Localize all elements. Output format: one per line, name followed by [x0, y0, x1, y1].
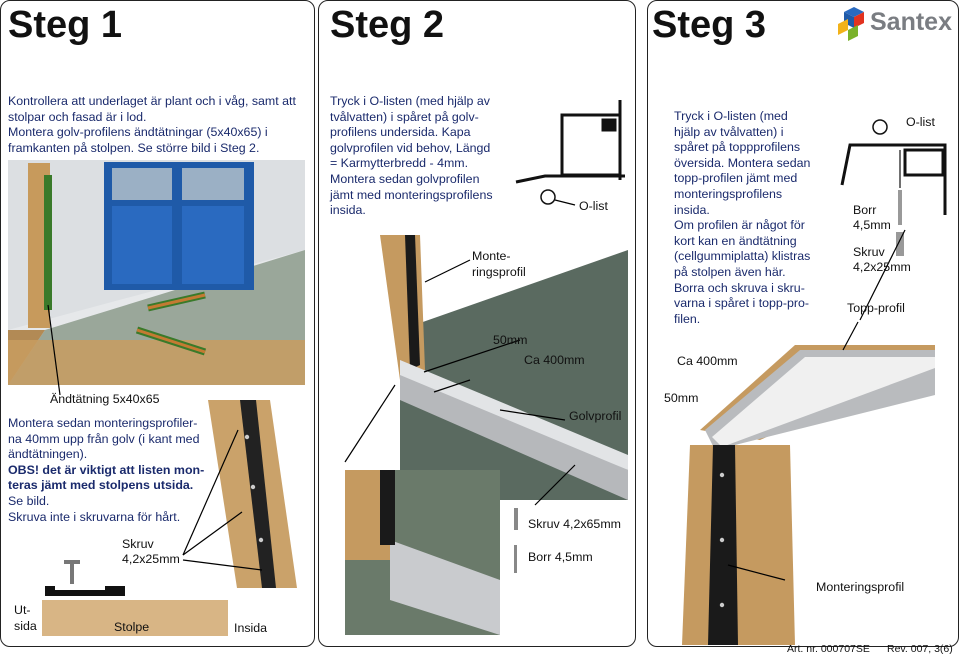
step3-olist-label: O-list [906, 115, 935, 129]
revision: Rev. 007, 3(6) [887, 643, 953, 655]
step2-dim-50: 50mm [493, 333, 528, 347]
floor-profile-label: Golvprofil [569, 409, 622, 423]
post-label: Stolpe [114, 620, 150, 634]
step3-title: Steg 3 [652, 4, 767, 46]
step3-dim-400: Ca 400mm [677, 354, 738, 368]
step2-profile-section [515, 100, 625, 205]
step2-title: Steg 2 [330, 4, 445, 46]
step1-mount-text: Montera sedan monteringsprofiler-na 40mm… [8, 416, 213, 525]
brand-name: Santex [870, 8, 952, 36]
step2-olist-label: O-list [579, 199, 608, 213]
step1-room-illustration [8, 160, 305, 385]
step3-profile-section [840, 119, 947, 256]
outside-label: Ut-sida [14, 603, 37, 633]
top-profile-label: Topp-profil [847, 301, 905, 315]
article-number: Art. nr. 000707SE [787, 643, 870, 655]
step3-mount-profile-label: Monteringsprofil [816, 580, 905, 594]
warning-line-1: OBS! det är viktigt att listen mon- [8, 462, 205, 477]
leader-lines [47, 199, 906, 581]
step2-floor-illustration [345, 235, 628, 635]
inside-label: Insida [234, 621, 268, 635]
step3-post-illustration [682, 345, 935, 645]
step2-dim-400: Ca 400mm [524, 353, 585, 367]
step1-intro-text: Kontrollera att underlaget är plant och … [8, 94, 296, 155]
step2-screw-label: Skruv 4,2x65mm [528, 517, 621, 531]
seal-label: Ändtätning 5x40x65 [50, 392, 160, 406]
step1-title: Steg 1 [8, 4, 123, 46]
step2-drill-label: Borr 4,5mm [528, 550, 593, 564]
warning-line-2: teras jämt med stolpens utsida. [8, 478, 194, 493]
step3-dim-50: 50mm [664, 391, 699, 405]
step2-mount-profile-label: Monte-ringsprofil [472, 249, 526, 279]
santex-logo-icon [838, 7, 864, 41]
